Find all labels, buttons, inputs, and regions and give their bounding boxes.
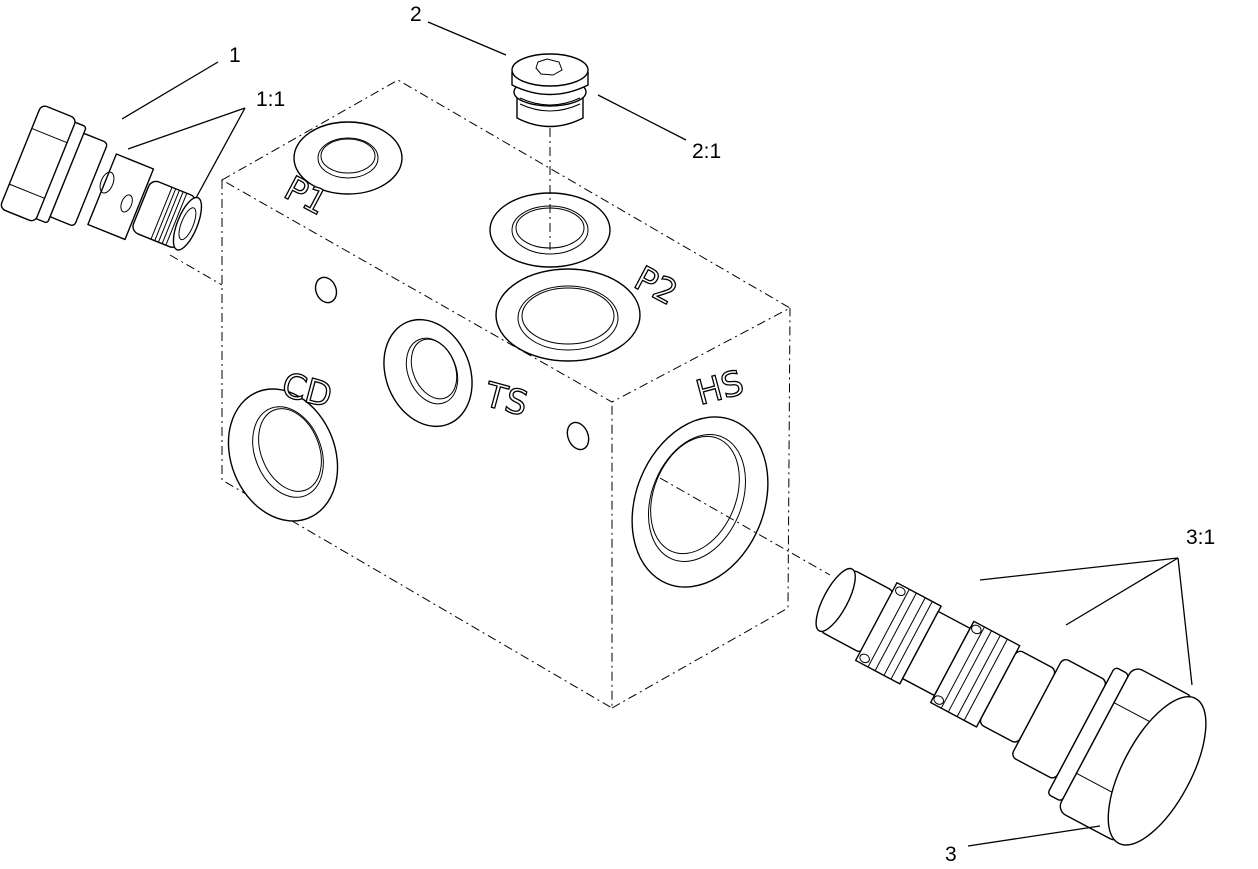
mounting-hole <box>566 421 590 451</box>
port-label-ts: TS <box>480 375 532 425</box>
callout-2: 2 <box>410 3 422 26</box>
hex-socket-plug-icon <box>511 53 589 128</box>
callout-3: 3 <box>945 843 957 866</box>
assembly-centerlines <box>169 128 831 576</box>
callout-2-1: 2:1 <box>692 140 721 163</box>
manifold-block <box>220 79 792 709</box>
cartridge-valve-icon <box>0 105 203 251</box>
port-cd <box>227 388 339 522</box>
callout-1: 1 <box>229 44 241 67</box>
leader-lines <box>121 21 1193 847</box>
callout-3-1: 3:1 <box>1186 526 1215 549</box>
callout-1-1: 1:1 <box>256 88 285 111</box>
port-hs <box>631 416 769 588</box>
port-label-hs: HS <box>692 363 748 414</box>
cartridge-valve-icon <box>815 567 1207 846</box>
port-ts <box>383 318 473 428</box>
port-p1 <box>293 121 403 195</box>
port-p2 <box>495 268 641 362</box>
mounting-hole <box>314 276 338 304</box>
